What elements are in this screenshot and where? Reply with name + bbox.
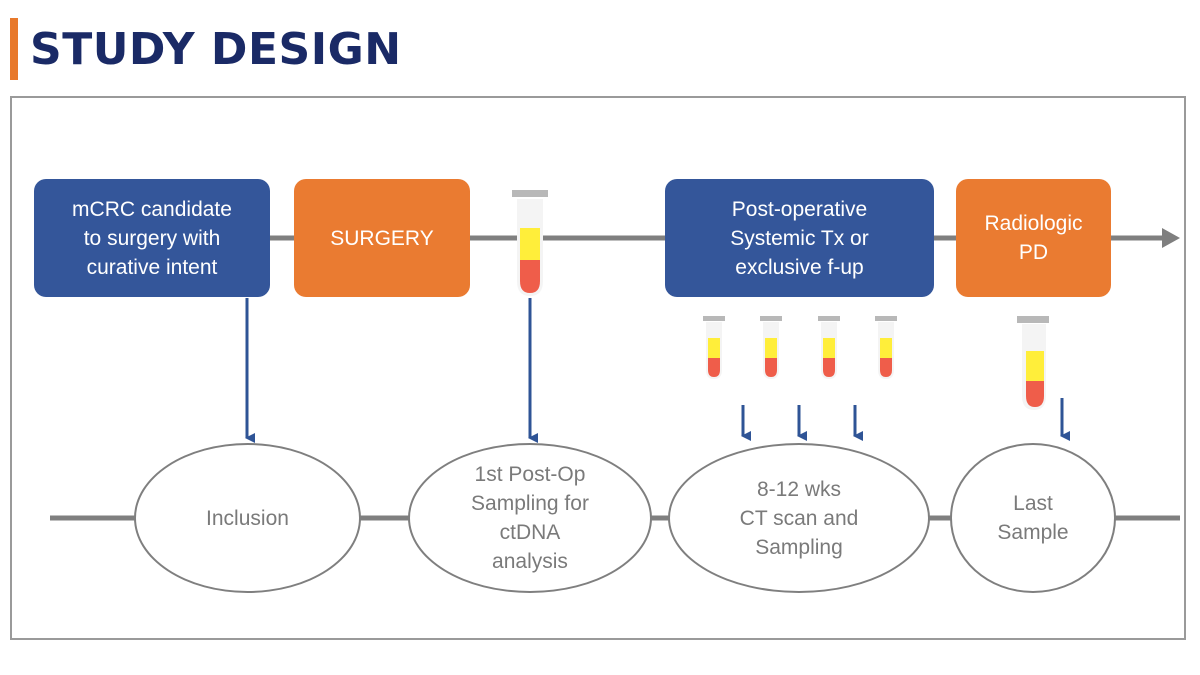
blood-sample-tube-icon (818, 316, 840, 379)
surgery-box: SURGERY (294, 179, 470, 297)
blood-sample-tube-icon (1017, 316, 1049, 410)
diagram-frame (10, 96, 1186, 640)
top-timeline-arrowhead (1162, 228, 1180, 248)
first-sampling-ellipse: 1st Post-Op Sampling for ctDNA analysis (408, 443, 652, 593)
slide-title: STUDY DESIGN (30, 24, 402, 75)
blood-sample-tube-icon (875, 316, 897, 379)
title-accent-bar (10, 18, 18, 80)
radiologic-pd-box: Radiologic PD (956, 179, 1111, 297)
blood-sample-tube-icon (512, 190, 548, 296)
blood-sample-tube-icon (703, 316, 725, 379)
candidate-box: mCRC candidate to surgery with curative … (34, 179, 270, 297)
last-sample-ellipse: Last Sample (950, 443, 1116, 593)
blood-sample-tube-icon (760, 316, 782, 379)
inclusion-ellipse: Inclusion (134, 443, 361, 593)
ct-scan-sampling-ellipse: 8-12 wks CT scan and Sampling (668, 443, 930, 593)
postop-treatment-box: Post-operative Systemic Tx or exclusive … (665, 179, 934, 297)
